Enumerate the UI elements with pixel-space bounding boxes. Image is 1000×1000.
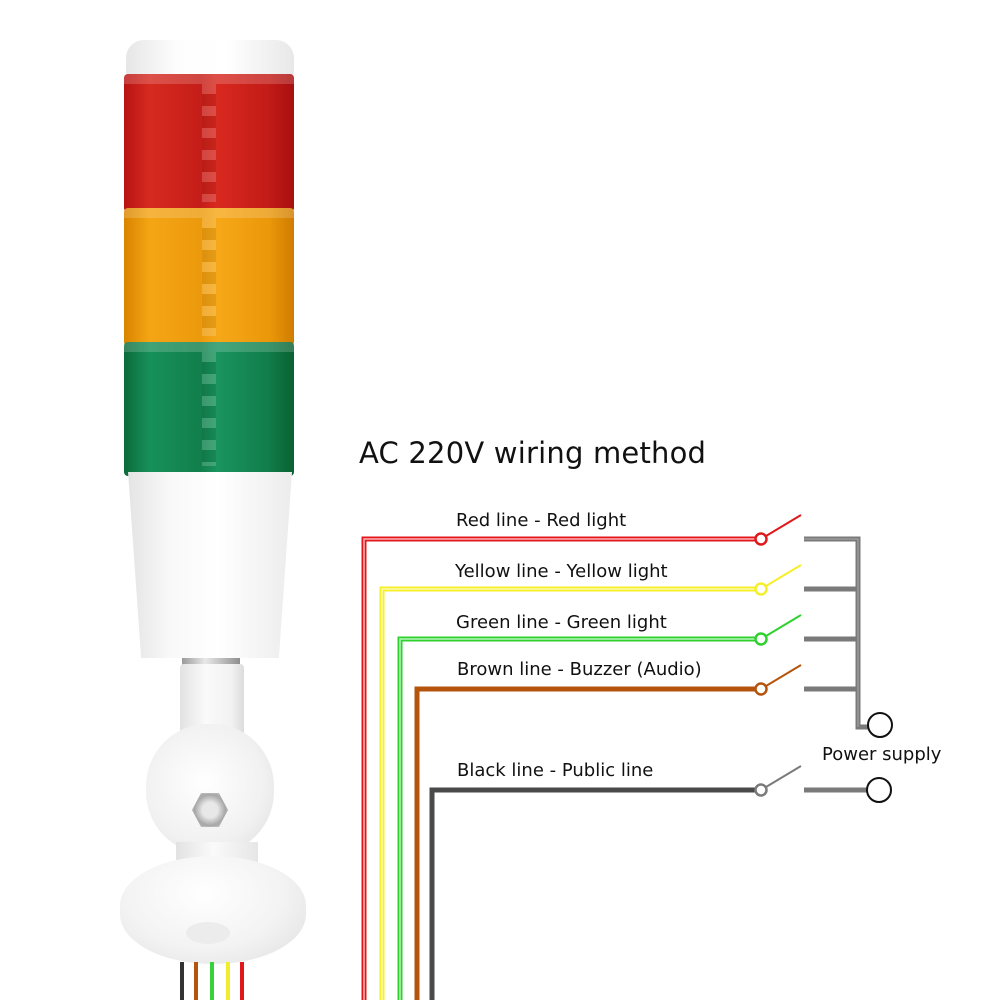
mounting-hole [186,922,230,944]
power-supply-terminal-top-icon [867,712,893,738]
tower-top-cap [126,40,294,76]
green-light-segment [124,342,294,476]
label-red-line: Red line - Red light [456,510,627,531]
tower-wire-leads [180,962,244,1000]
label-black-line: Black line - Public line [457,760,654,781]
green-switch-terminal-icon [754,632,768,646]
mounting-base [120,856,306,964]
red-wire [361,514,802,1000]
power-supply-terminal-bottom-icon [866,777,892,803]
brown-switch-terminal-icon [754,682,768,696]
label-power-supply: Power supply [822,744,942,765]
black-switch-lever-icon [765,765,802,788]
brown-switch-lever-icon [765,664,802,687]
tower-white-body [128,472,292,658]
yellow-switch-lever-icon [765,564,802,587]
green-wire [397,614,802,1000]
black-switch-terminal-icon [754,783,768,797]
green-switch-lever-icon [765,614,802,637]
yellow-light-segment [124,208,294,346]
signal-tower-light [0,0,340,1000]
brown-wire [414,664,802,1000]
label-brown-line: Brown line - Buzzer (Audio) [457,659,702,680]
diagram-title: AC 220V wiring method [359,436,707,470]
black-wire [429,765,802,1000]
red-switch-lever-icon [765,514,802,537]
red-switch-terminal-icon [754,532,768,546]
swivel-joint [146,724,274,854]
yellow-switch-terminal-icon [754,582,768,596]
label-green-line: Green line - Green light [456,612,667,633]
yellow-wire [379,564,802,1000]
power-bus [804,536,869,793]
label-yellow-line: Yellow line - Yellow light [455,561,668,582]
red-light-segment [124,74,294,212]
